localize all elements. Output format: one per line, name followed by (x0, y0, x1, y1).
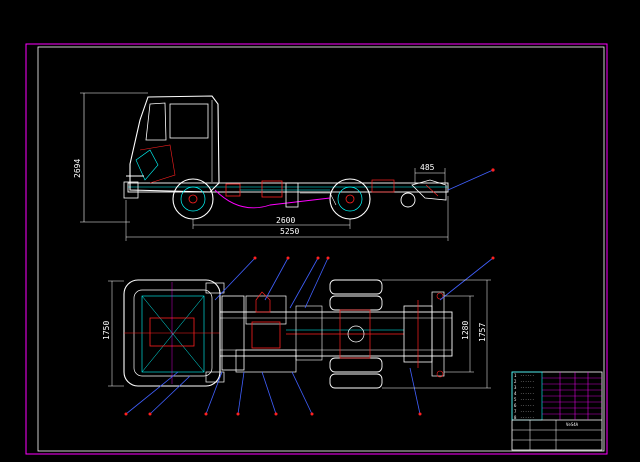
top-rear-wheel-upper (329, 279, 383, 295)
tb-row-6-text: ······ (520, 403, 534, 408)
title-block: 1 ······ 2 ······ 3 ······ 4 ······ 5 ··… (511, 371, 603, 451)
tb-row-3-text: ······ (520, 385, 534, 390)
inner-frame (37, 46, 605, 452)
rear-track-dimension: 1280 (461, 321, 470, 340)
side-view-dimensions: 2694 485 2600 5250 (73, 92, 449, 241)
title-block-title: VeS4A (566, 422, 579, 427)
tb-row-1-text: ······ (520, 373, 534, 378)
wheelbase-dimension: 2600 (276, 216, 295, 225)
overall-length-dimension: 5250 (280, 227, 299, 236)
front-width-dimension: 1750 (102, 321, 111, 340)
rear-width-dimension: 1757 (478, 323, 487, 342)
top-view-dimensions: 1750 1280 1757 (102, 279, 491, 389)
tb-row-7-no: 7 (514, 409, 517, 414)
top-view-leaders (125, 257, 494, 415)
top-rear-wheel-lower (329, 357, 383, 373)
tb-row-3-no: 3 (514, 385, 517, 390)
side-cab (129, 95, 220, 193)
tb-row-4-text: ······ (520, 391, 534, 396)
tb-row-8-no: 8 (514, 415, 517, 420)
side-rear-wheel (329, 178, 371, 220)
tb-row-4-no: 4 (514, 391, 517, 396)
tb-row-2-text: ······ (520, 379, 534, 384)
side-view (123, 95, 495, 220)
outer-frame (25, 43, 608, 455)
tb-row-7-text: ······ (520, 409, 534, 414)
tb-row-8-text: ······ (520, 415, 534, 420)
tb-row-5-text: ······ (520, 397, 534, 402)
tb-row-6-no: 6 (514, 403, 517, 408)
top-view (123, 279, 453, 389)
tb-row-2-no: 2 (514, 379, 517, 384)
top-frame-rails (219, 311, 453, 357)
tb-row-1-no: 1 (514, 373, 517, 378)
side-leader-line (447, 169, 494, 191)
tb-row-5-no: 5 (514, 397, 517, 402)
height-dimension: 2694 (73, 159, 82, 178)
side-front-wheel (172, 178, 214, 220)
rear-overhang-dimension: 485 (420, 163, 435, 172)
leader-end-dots (124, 256, 495, 416)
